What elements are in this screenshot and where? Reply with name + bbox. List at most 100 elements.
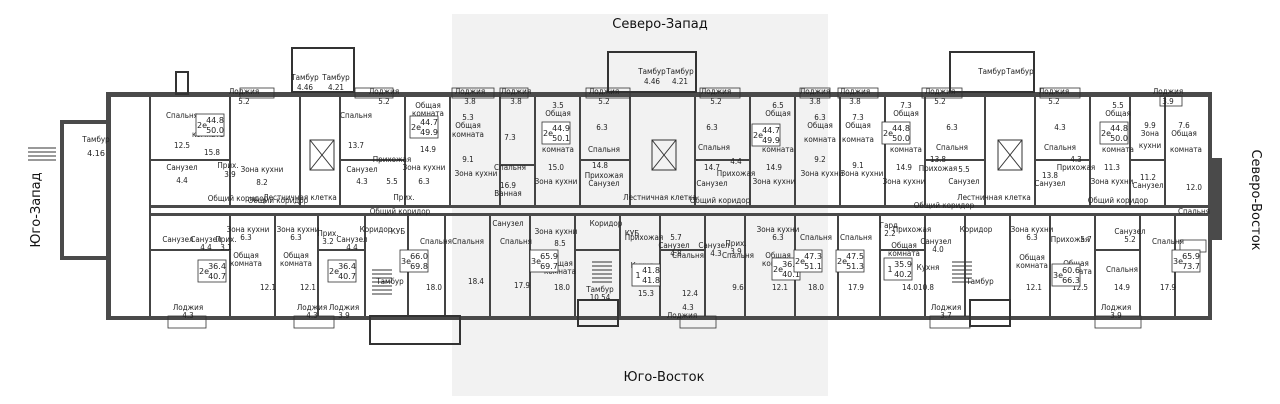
apartment-tag-frame — [541, 121, 571, 145]
room-label: комната — [412, 109, 444, 118]
room-label: 9.9 — [1144, 121, 1156, 130]
room-label: 7.3 — [852, 113, 863, 122]
room-label: Общая — [845, 120, 871, 130]
room-label: 4.3 — [356, 177, 367, 186]
apartment-tag-frame — [409, 115, 439, 139]
apartment-tag-area: 36.2 — [782, 260, 800, 269]
apartment-tag-total: 50.0 — [206, 126, 224, 135]
room-label: кухни — [1139, 141, 1162, 150]
room-label: 2.2 — [884, 229, 895, 238]
direction-north-east: Северо-Восток — [1248, 149, 1263, 250]
apartment-tag-rooms: 2е — [753, 131, 763, 140]
room-label: 13.8 — [930, 155, 946, 164]
apartment-tag-total: 51.3 — [846, 262, 864, 271]
apartment-tag-frame — [883, 257, 913, 281]
room-label: Общий коридор — [208, 193, 269, 203]
room-label: Санузел — [346, 165, 377, 174]
apartment-tag-area: 41.8 — [642, 266, 660, 275]
room-label: комната — [1170, 145, 1202, 154]
apartment-tag-frame — [1051, 263, 1081, 287]
apartment-tag-area: 66.0 — [410, 252, 428, 261]
apartment-tag-area: 44.8 — [206, 116, 224, 125]
top-label: Тамбур — [665, 66, 694, 76]
room-label: Зона кухни — [753, 177, 796, 186]
room-label: Зона кухни — [277, 225, 320, 234]
apartment-tag-rooms: 2е — [795, 257, 805, 266]
room-label: 4.0 — [932, 245, 944, 254]
apartment-tag-area: 44.9 — [552, 124, 570, 133]
room-label: Санузел — [920, 237, 951, 246]
room-label: 11.3 — [1104, 163, 1120, 172]
top-loggias — [175, 47, 1183, 107]
room-label: 3.2 — [322, 237, 333, 246]
room-label: 4.4 — [176, 176, 188, 185]
apartment-tag-frame — [631, 263, 661, 287]
room-label: комната — [888, 249, 920, 258]
room-label: Спальня — [420, 237, 452, 246]
room-label: Санузел — [190, 235, 221, 244]
top-label: Лоджия — [455, 87, 485, 96]
room-label: 6.3 — [596, 123, 607, 132]
room-label: Спальня — [800, 233, 832, 242]
top-label: 4.46 — [644, 77, 660, 86]
room-label: Общая — [807, 120, 833, 130]
room-label: 4.4 — [346, 243, 358, 252]
top-label: Тамбур — [637, 66, 666, 76]
room-label: Спальня — [840, 233, 872, 242]
room-label: Зона кухни — [801, 169, 844, 178]
apartment-tag-rooms: 3е — [1053, 271, 1063, 280]
bottom-label: 4.3 — [306, 311, 317, 320]
room-label: Общая — [1063, 258, 1089, 268]
room-label: 14.7 — [704, 163, 720, 172]
top-label: 5.2 — [934, 97, 945, 106]
top-label: Лоджия — [369, 87, 399, 96]
room-label: Зона — [1141, 129, 1159, 138]
room-label: 15.0 — [548, 163, 564, 172]
bottom-label: 3.7 — [940, 311, 951, 320]
room-label: Спальня — [722, 251, 754, 260]
room-label: 15.3 — [638, 289, 654, 298]
room-label: 5.3 — [462, 113, 473, 122]
room-label: 7.6 — [1178, 121, 1190, 130]
top-label: Лоджия — [501, 87, 531, 96]
room-label: Санузел — [1114, 227, 1145, 236]
top-labels: Тамбур4.46Тамбур4.21Лоджия5.2Лоджия5.2Ло… — [229, 66, 1183, 106]
apartment-tag-total: 66.3 — [1062, 276, 1080, 285]
room-label: Гард. — [880, 221, 901, 230]
room-label: Санузел — [1132, 181, 1163, 190]
room-label: 4.4 — [730, 157, 742, 166]
top-label: 4.21 — [328, 83, 344, 92]
room-label: Прихожая — [893, 225, 932, 234]
room-label: 4.3 — [1054, 123, 1065, 132]
bottom-label: 3.9 — [1110, 311, 1122, 320]
apartment-tag-total: 69.8 — [410, 262, 428, 271]
top-label: 5.2 — [1048, 97, 1059, 106]
corridor-label: Общий коридор — [370, 206, 431, 216]
apartment-tag-frame — [793, 249, 823, 273]
room-label: комната — [1016, 261, 1048, 270]
room-label: 6.3 — [290, 233, 301, 242]
apartment-tag-total: 69.7 — [540, 262, 558, 271]
room-label: 14.0 — [902, 283, 918, 292]
room-label: Общая — [765, 250, 791, 260]
apartment-tag-total: 50.0 — [1110, 134, 1128, 143]
room-label: Общая — [415, 100, 441, 110]
upper-rooms: Спальня12.5Общаякомната15.8Прих.3.9Сануз… — [166, 100, 1210, 216]
room-label: Санузел — [948, 177, 979, 186]
apartment-tag-area: 60.6 — [1062, 266, 1080, 275]
room-label: Прихожая — [1051, 235, 1090, 244]
top-label: 3.9 — [1162, 97, 1174, 106]
room-label: Зона кухни — [1091, 177, 1134, 186]
room-label: Прих. — [393, 193, 414, 202]
room-label: 9.6 — [732, 283, 744, 292]
room-label: Зона кухни — [227, 225, 270, 234]
room-label: 12.1 — [1026, 283, 1042, 292]
apartment-tag-total: 49.9 — [762, 136, 780, 145]
room-label: Общая — [765, 108, 791, 118]
